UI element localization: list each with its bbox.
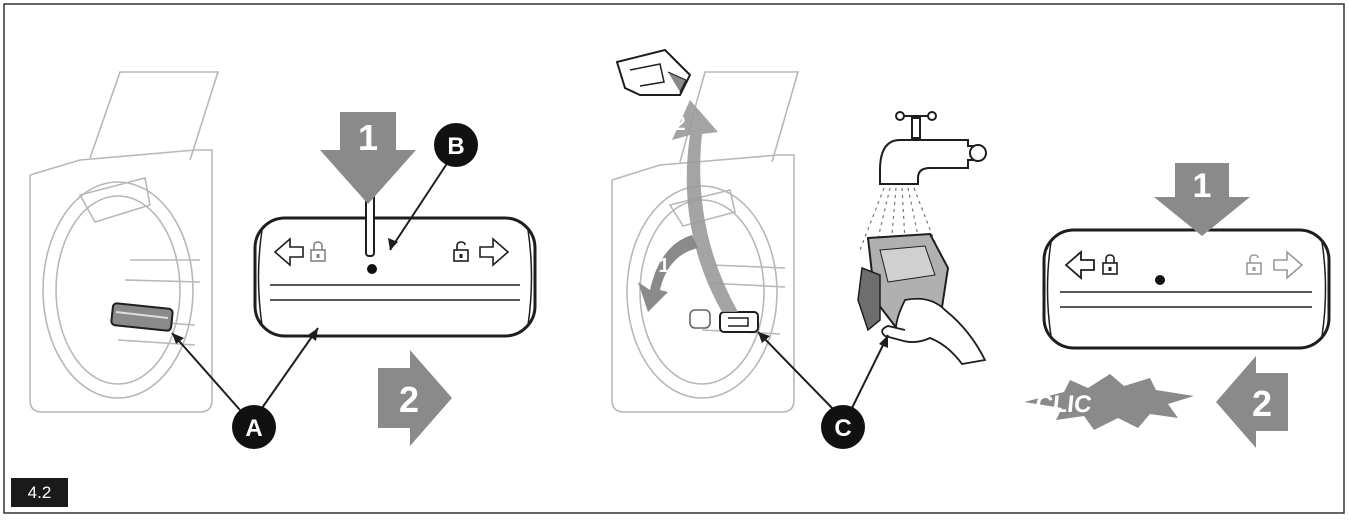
step-number: 1 [658,255,669,277]
step-number: 1 [358,117,378,158]
figure-frame [3,3,1345,514]
step-arrow-left-2: 2 [1216,356,1288,448]
arrow-left-icon [1064,250,1095,280]
clic-label: CLIC [1034,391,1093,418]
step-curved-arrow-1: 1 [638,235,698,312]
step-number: 2 [674,113,685,135]
arrow-right-icon [1273,250,1304,280]
callout-c: C [821,405,865,449]
step-number: 1 [1193,167,1212,205]
dryer-open-door-1 [29,71,220,413]
step-arrow-right-2: 2 [378,350,452,446]
tap-icon [879,111,987,185]
callout-a-leader-2 [261,327,319,409]
arrow-left-icon [273,237,304,267]
filter-in-dryer [110,302,174,332]
svg-text:A: A [245,415,262,442]
arrow-right-icon [479,237,510,267]
callout-a: A [232,405,276,449]
filter-slot [689,309,759,333]
dryer-open-door-2 [611,71,800,413]
callout-b-leader [389,161,449,251]
svg-text:C: C [834,415,851,442]
callout-a-arrowhead-1 [172,333,184,344]
removed-filter [615,48,692,96]
callout-a-leader-1 [171,332,241,411]
figure-number: 4.2 [11,478,68,507]
callout-c-leader-1 [757,331,835,411]
svg-text:B: B [447,133,464,160]
step-curved-arrow-up-2: 2 [672,100,738,312]
step-arrow-down-1: 1 [320,112,416,204]
callout-b: B [434,123,478,167]
callout-c-arrowhead-2 [879,335,888,348]
step-number: 2 [1252,383,1272,424]
filter-closeup-reinsert [1042,228,1331,350]
callout-c-arrowhead-1 [758,332,770,343]
step-number: 2 [399,379,419,420]
filter-closeup-locked [253,216,537,338]
clic-burst: CLIC [1024,374,1194,430]
callout-a-arrowhead-2 [308,328,318,341]
callout-c-leader-2 [851,334,889,409]
step-arrow-down-1: 1 [1154,163,1250,236]
callout-b-arrowhead [388,238,398,250]
